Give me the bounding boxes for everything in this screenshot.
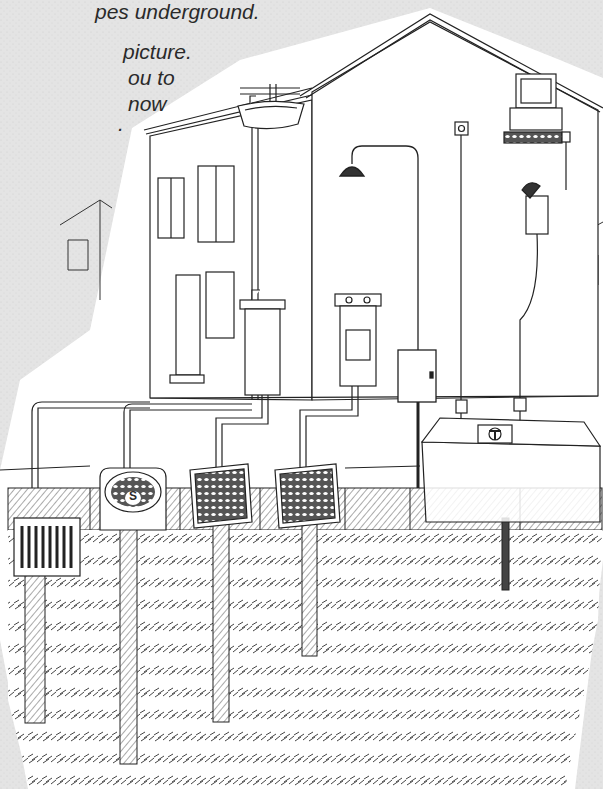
underground xyxy=(302,522,317,656)
house xyxy=(176,275,200,375)
telephone xyxy=(456,183,548,413)
house xyxy=(300,14,603,112)
computer xyxy=(459,126,465,132)
underground xyxy=(120,528,137,764)
gully-cover xyxy=(195,469,247,523)
house xyxy=(312,22,598,400)
telephone xyxy=(526,196,548,234)
computer xyxy=(461,135,566,400)
caption-fragment: pes underground. xyxy=(95,0,260,24)
telephone xyxy=(456,400,467,413)
underground xyxy=(25,575,45,723)
gas-cover xyxy=(275,464,340,528)
house xyxy=(144,88,312,134)
cooker xyxy=(335,294,381,306)
service-pipes xyxy=(300,386,358,470)
house xyxy=(215,166,216,242)
house xyxy=(144,14,603,400)
underground xyxy=(8,518,602,789)
ground-line xyxy=(0,466,420,470)
drain-grate xyxy=(14,518,80,576)
house xyxy=(198,166,234,242)
neighbour-houses xyxy=(60,200,112,300)
telephone xyxy=(520,234,537,398)
water-manhole-cover xyxy=(100,468,166,530)
wash-basin xyxy=(238,101,304,128)
wash-basin xyxy=(238,96,304,129)
cooker xyxy=(346,330,370,360)
caption-fragment: picture. xyxy=(123,40,192,64)
street-lamp xyxy=(340,167,364,176)
sink-unit xyxy=(252,290,260,300)
water-manhole-cover xyxy=(100,468,166,530)
telephone xyxy=(514,398,526,411)
downpipe xyxy=(240,88,300,94)
house xyxy=(170,178,171,238)
gas-cover xyxy=(275,464,340,528)
ground-line xyxy=(0,466,420,470)
computer xyxy=(510,108,562,130)
computer xyxy=(455,74,570,400)
gully-cover xyxy=(190,464,252,528)
background xyxy=(0,8,603,789)
cover-letter: S xyxy=(129,490,137,504)
house xyxy=(150,396,598,398)
telecom-chamber xyxy=(422,418,600,522)
computer xyxy=(455,122,468,135)
caption-fragment: now xyxy=(128,92,167,116)
gully-cover xyxy=(190,464,252,528)
house xyxy=(170,375,204,383)
sink-unit xyxy=(240,300,285,309)
wash-basin xyxy=(245,106,297,110)
wash-basin xyxy=(250,96,256,104)
water-manhole-cover xyxy=(111,477,155,507)
service-pipes xyxy=(216,395,268,470)
underground xyxy=(502,518,509,590)
computer xyxy=(516,74,556,108)
house xyxy=(206,272,234,338)
telecom-chamber xyxy=(489,431,501,440)
street-lamp xyxy=(398,350,436,402)
telecom-chamber xyxy=(422,418,600,446)
sink-unit xyxy=(240,290,285,395)
house xyxy=(158,178,184,238)
gas-cover xyxy=(280,469,335,523)
telephone xyxy=(522,183,540,198)
downpipe xyxy=(240,84,300,400)
underground xyxy=(213,522,229,722)
cooker xyxy=(346,297,352,303)
house xyxy=(150,100,312,400)
cooker xyxy=(340,306,376,386)
telecom-chamber xyxy=(478,425,512,443)
caption-fragment: ou to xyxy=(128,66,175,90)
water-manhole-cover xyxy=(105,472,161,512)
computer xyxy=(562,132,570,142)
water-manhole-cover xyxy=(125,491,141,505)
sink-unit xyxy=(245,309,280,395)
cooker xyxy=(335,294,381,386)
computer xyxy=(504,132,562,143)
computer xyxy=(521,79,551,103)
drain-grate xyxy=(22,526,71,568)
service-pipes xyxy=(124,404,252,470)
telecom-chamber xyxy=(489,428,501,440)
drain-grate xyxy=(14,518,80,576)
caption-fragment: . xyxy=(118,112,124,136)
street-lamp xyxy=(430,372,433,378)
cooker xyxy=(364,297,370,303)
telecom-chamber xyxy=(422,442,600,522)
